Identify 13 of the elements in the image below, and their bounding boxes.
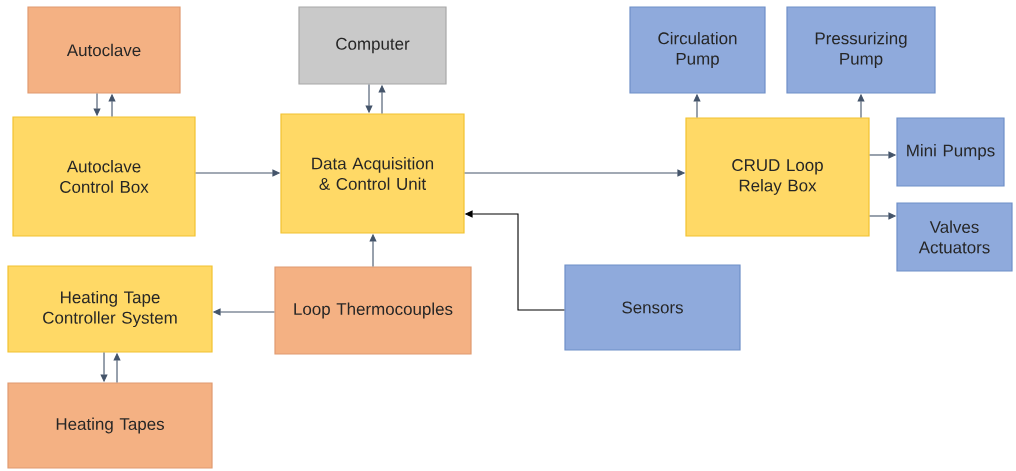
process-box: Autoclave bbox=[27, 6, 181, 94]
process-box: Mini Pumps bbox=[896, 117, 1005, 187]
process-box: Computer bbox=[298, 6, 447, 85]
process-box: Autoclave Control Box bbox=[12, 116, 196, 237]
process-box: Sensors bbox=[564, 264, 741, 351]
process-box: Loop Thermocouples bbox=[274, 266, 472, 355]
process-box: Data Acquisition & Control Unit bbox=[280, 113, 465, 234]
process-box: Valves Actuators bbox=[896, 202, 1013, 272]
process-box: Pressurizing Pump bbox=[786, 6, 936, 94]
process-box: Heating Tapes bbox=[7, 382, 213, 469]
process-box: CRUD Loop Relay Box bbox=[685, 117, 870, 237]
process-box: Circulation Pump bbox=[629, 6, 766, 94]
process-box: Heating Tape Controller System bbox=[7, 265, 213, 353]
